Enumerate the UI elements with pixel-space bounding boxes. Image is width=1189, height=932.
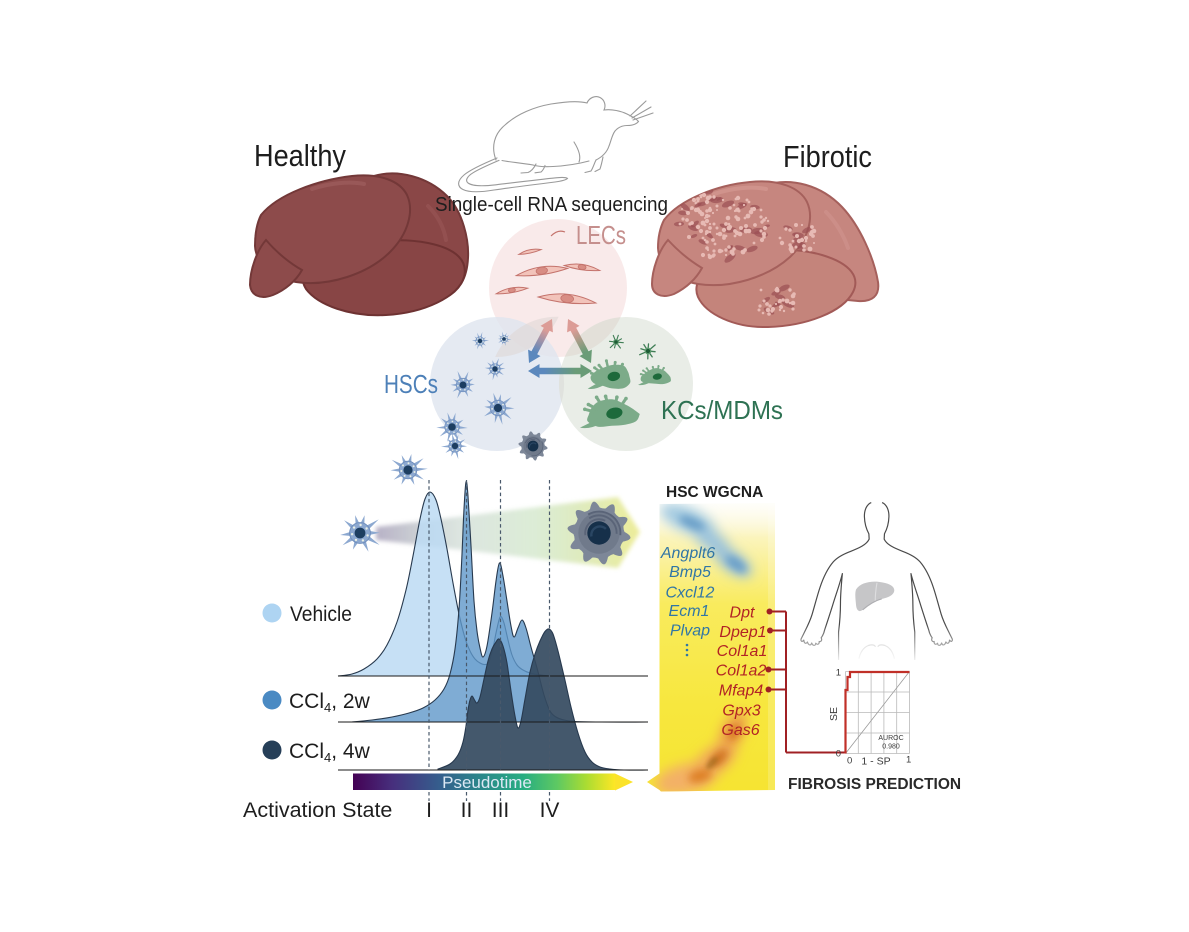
svg-text:Col1a2: Col1a2	[716, 663, 767, 680]
svg-text:Mfap4: Mfap4	[719, 683, 764, 700]
svg-text:HSCs: HSCs	[384, 371, 438, 399]
svg-text:Dpt: Dpt	[730, 605, 755, 622]
svg-text:CCl4, 2w: CCl4, 2w	[289, 690, 371, 715]
svg-text:KCs/MDMs: KCs/MDMs	[661, 395, 783, 425]
svg-text:Gas6: Gas6	[721, 722, 759, 739]
svg-text:Ecm1: Ecm1	[669, 603, 710, 620]
svg-text:Bmp5: Bmp5	[669, 564, 711, 581]
svg-text:Activation State: Activation State	[243, 798, 392, 822]
svg-text:III: III	[492, 799, 510, 822]
svg-text:Fibrotic: Fibrotic	[783, 139, 872, 174]
svg-text:Vehicle: Vehicle	[290, 603, 352, 626]
svg-text:I: I	[426, 799, 432, 822]
svg-text:Col1a1: Col1a1	[717, 643, 768, 660]
svg-text:Angplt6: Angplt6	[660, 545, 715, 562]
svg-text:FIBROSIS PREDICTION: FIBROSIS PREDICTION	[788, 776, 961, 793]
svg-text:AUROC: AUROC	[878, 735, 903, 742]
svg-text:1 - SP: 1 - SP	[861, 756, 890, 768]
svg-text:HSC WGCNA: HSC WGCNA	[666, 484, 763, 501]
svg-text:IV: IV	[540, 799, 560, 822]
svg-text:1: 1	[906, 755, 911, 766]
svg-text:Gpx3: Gpx3	[722, 703, 760, 720]
svg-text:Healthy: Healthy	[254, 138, 346, 173]
svg-text:Pseudotime: Pseudotime	[442, 773, 532, 792]
svg-text:0: 0	[847, 756, 852, 767]
svg-text:LECs: LECs	[576, 220, 626, 250]
svg-text:II: II	[461, 799, 473, 822]
svg-text:SE: SE	[828, 707, 840, 721]
svg-text:Single-cell RNA sequencing: Single-cell RNA sequencing	[435, 194, 668, 216]
svg-text:Plvap: Plvap	[670, 623, 710, 640]
svg-text:1: 1	[836, 668, 841, 679]
svg-text:Dpep1: Dpep1	[719, 624, 766, 641]
svg-text:Cxcl12: Cxcl12	[666, 585, 715, 602]
svg-text:0: 0	[836, 749, 841, 760]
svg-text:0.980: 0.980	[882, 744, 900, 751]
